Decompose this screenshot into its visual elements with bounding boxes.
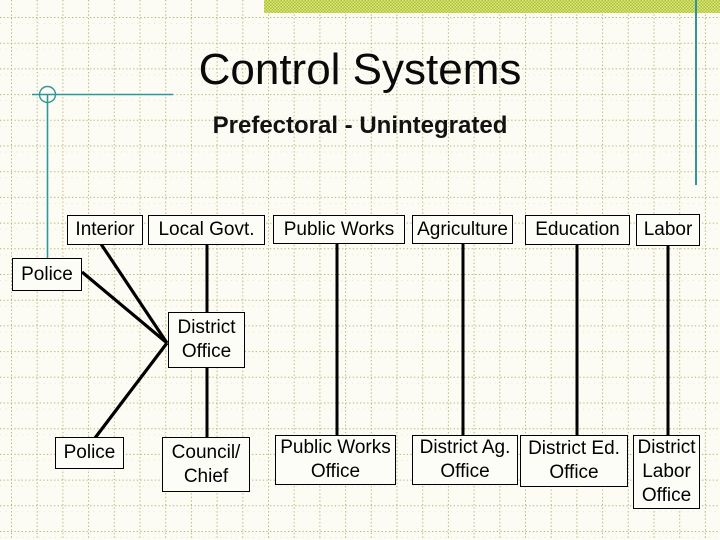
teal-circle-ornament [38, 85, 57, 104]
node-public-works-office: Public Works Office [275, 435, 396, 485]
node-interior: Interior [67, 215, 143, 245]
node-district-ag-office: District Ag. Office [412, 435, 518, 485]
node-district-office: District Office [168, 312, 245, 368]
connector-police-district [80, 270, 169, 345]
top-accent-bar [264, 0, 720, 13]
node-labor: Labor [636, 214, 700, 246]
connector-district-police-lower [93, 342, 169, 439]
node-district-labor-office: District Labor Office [633, 435, 700, 509]
slide-subtitle: Prefectoral - Unintegrated [212, 112, 508, 139]
slide-title: Control Systems [198, 45, 522, 94]
node-education: Education [525, 215, 630, 245]
node-police-lower: Police [55, 437, 124, 469]
connector-interior-district [99, 243, 169, 344]
node-local-govt: Local Govt. [148, 215, 265, 245]
node-public-works: Public Works [273, 215, 405, 244]
node-police-upper: Police [12, 258, 82, 291]
node-council-chief: Council/ Chief [162, 437, 250, 492]
node-district-ed-office: District Ed. Office [520, 435, 628, 487]
node-agriculture: Agriculture [412, 215, 513, 244]
